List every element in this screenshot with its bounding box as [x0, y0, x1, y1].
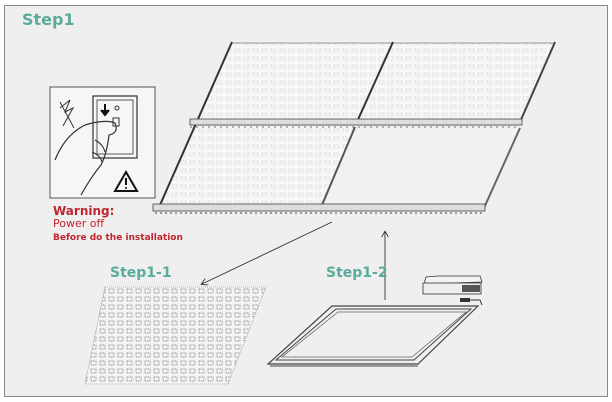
led-panel-frame [266, 305, 480, 367]
warning-line-before-install: Before do the installation [53, 233, 183, 243]
arrow-to-step1-1 [202, 221, 333, 284]
step1-title: Step1 [22, 10, 75, 29]
ceiling-opening [322, 127, 518, 205]
front-rail [152, 203, 486, 212]
removed-ceiling-tile [84, 286, 267, 385]
warning-title: Warning: [53, 204, 115, 218]
warning-triangle-icon [113, 170, 139, 192]
step1-1-label: Step1-1 [110, 265, 172, 281]
led-driver-box [422, 275, 483, 306]
power-switch-hand-icon [49, 86, 156, 199]
middle-rail [189, 118, 523, 126]
ceiling-grid [152, 41, 556, 214]
warning-line-power-off: Power off [53, 217, 105, 230]
step1-2-label: Step1-2 [326, 265, 388, 281]
